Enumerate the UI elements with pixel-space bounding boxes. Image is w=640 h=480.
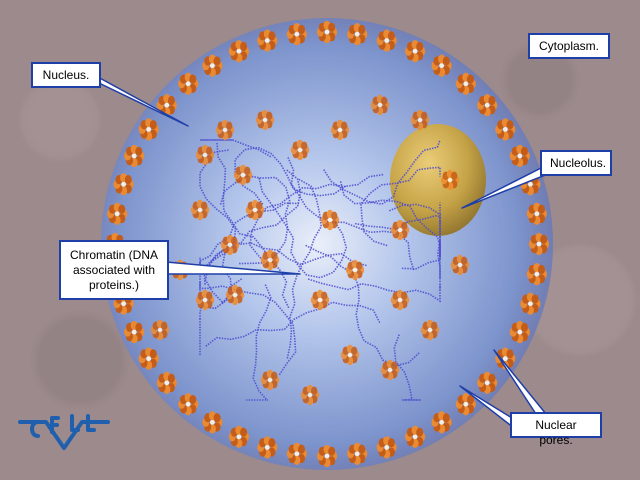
chromatin-strand (204, 169, 302, 303)
nuclear-pore (260, 249, 280, 271)
chromatin-strand (360, 166, 441, 247)
nuclear-pore (526, 263, 547, 286)
chromatin-strand (286, 178, 323, 359)
chromatin-strand (199, 282, 297, 376)
nuclear-pore (138, 347, 159, 370)
nuclear-pore (509, 320, 530, 344)
chromatin-strand (203, 242, 367, 285)
nuclear-pore (347, 23, 368, 46)
nuclear-pore (257, 436, 278, 459)
nuclear-pore (509, 144, 530, 168)
nuclear-pore (370, 94, 390, 116)
nuclear-pore (310, 289, 330, 311)
nuclear-pore (376, 436, 397, 459)
chromatin-label: Chromatin (DNA associated with proteins.… (59, 240, 169, 300)
nuclear-pore (124, 320, 145, 344)
chromatin-strand (199, 202, 300, 302)
nuclear-pore (156, 371, 177, 394)
nuclear-pore (124, 144, 145, 168)
nuclear-pore (107, 202, 128, 225)
chromatin-strand (354, 214, 441, 279)
nuclear-pore (405, 425, 426, 448)
nuclear-pore (431, 54, 452, 77)
cytoplasm-label: Cytoplasm. (528, 33, 610, 59)
chromatin-strand (216, 142, 290, 309)
nuclear-pore (340, 344, 360, 366)
chromatin-strand (258, 177, 348, 279)
nucleus-label: Nucleus. (31, 62, 101, 88)
nuclear-pore (195, 289, 215, 311)
nuclear-pore (526, 202, 547, 225)
nuclear-pore (376, 29, 397, 52)
nuclear-pore (228, 40, 249, 63)
chromatin-strand (339, 181, 441, 290)
nuclear-pore (150, 319, 170, 341)
nuclear-pore (455, 72, 476, 95)
nuclear-pore (113, 173, 134, 196)
nuclear-pore (202, 411, 223, 434)
nucleolus-label: Nucleolus. (540, 150, 612, 176)
chromatin-strand (200, 139, 272, 158)
chromatin-strand (249, 173, 384, 267)
nuclear-pore (455, 393, 476, 416)
nuclear-pore (330, 119, 350, 141)
nuclear-pore (260, 369, 280, 391)
nuclear-pore (380, 359, 400, 381)
nuclear-pore (390, 219, 410, 241)
nuclear-pore (202, 54, 223, 77)
nucleolus-body (390, 124, 486, 236)
nuclear-pore (286, 442, 307, 465)
nuclear-pore (440, 169, 460, 191)
nuclear-pore (195, 144, 215, 166)
nuclear-pore (138, 118, 159, 141)
nuclear-pore (300, 384, 320, 406)
cell-logo (18, 414, 110, 450)
nuclear-pore (228, 425, 249, 448)
nuclear-pore (286, 23, 307, 46)
nuclear-pore (178, 393, 199, 416)
nuclear-pore (220, 234, 240, 256)
cytoplasm-texture (20, 45, 635, 405)
nuclear-pore (495, 118, 516, 141)
nuclear-pore (528, 232, 550, 256)
nuclear-pore (347, 442, 368, 465)
chromatin-strand (199, 149, 237, 304)
chromatin-strand (205, 301, 381, 347)
nuclear-pore (390, 289, 410, 311)
nuclear-pore (255, 109, 275, 131)
nuclear-pores (104, 20, 550, 468)
nuclear-pore (225, 284, 245, 306)
nuclear-pore (257, 29, 278, 52)
nuclear-pore (410, 109, 430, 131)
nuclear-pore (345, 259, 365, 281)
nuclear-pore (290, 139, 310, 161)
chromatin-strand (323, 139, 441, 206)
nuclear-pore (215, 119, 235, 141)
nuclear-pore (233, 164, 253, 186)
nuclear-pore (178, 72, 199, 95)
nuclear-pore (316, 444, 338, 468)
chromatin-strand (287, 156, 415, 271)
nuclear-pore (316, 20, 338, 44)
nuclear-pore (431, 411, 452, 434)
nuclear-pore (405, 40, 426, 63)
nuclear-pore (420, 319, 440, 341)
nuclear-pore (477, 94, 498, 117)
nuclear-pore (156, 94, 177, 117)
nuclear-pore (450, 254, 470, 276)
nuclear-pore (477, 371, 498, 394)
nuclear-pore (520, 292, 541, 315)
chromatin-strand (401, 240, 441, 270)
callout-pointers (95, 75, 549, 429)
chromatin-strand (393, 334, 421, 401)
nuclear-pore (245, 199, 265, 221)
nuclear-pore (320, 209, 340, 231)
nuclear-pore (190, 199, 210, 221)
chromatin-strand (246, 284, 272, 401)
nuclear-pores-label: Nuclear pores. (510, 412, 602, 447)
